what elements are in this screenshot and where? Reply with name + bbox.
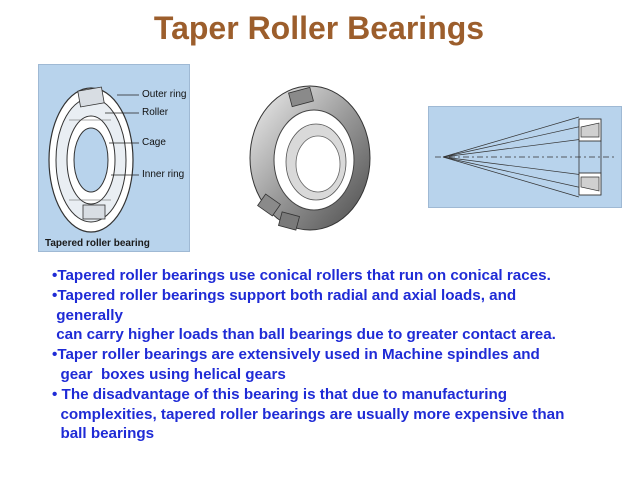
slide-body-text: •Tapered roller bearings use conical rol… <box>52 266 612 444</box>
label-outer-ring: Outer ring <box>142 89 187 100</box>
label-inner-ring: Inner ring <box>142 169 185 180</box>
body-line: •Tapered roller bearings support both ra… <box>52 286 517 304</box>
bearing-diagram-labeled: Outer ring Roller Cage Inner ring Tapere… <box>38 64 190 252</box>
taper-geometry-diagram <box>428 106 622 208</box>
label-cage: Cage <box>142 137 166 148</box>
body-line: can carry higher loads than ball bearing… <box>52 326 556 344</box>
bearing-3d-cutaway-image <box>230 80 380 240</box>
figure-caption: Tapered roller bearing <box>45 238 150 249</box>
body-line: generally <box>52 306 123 324</box>
body-line: complexities, tapered roller bearings ar… <box>52 405 565 423</box>
body-line: ball bearings <box>52 425 155 443</box>
label-roller: Roller <box>142 107 169 118</box>
body-line: gear boxes using helical gears <box>52 365 286 383</box>
bearing-cross-section-drawing <box>48 86 139 233</box>
body-line: •Tapered roller bearings use conical rol… <box>52 267 551 284</box>
slide-title: Taper Roller Bearings <box>153 10 485 46</box>
body-line: • The disadvantage of this bearing is th… <box>52 385 508 403</box>
body-line: •Taper roller bearings are extensively u… <box>52 346 540 364</box>
